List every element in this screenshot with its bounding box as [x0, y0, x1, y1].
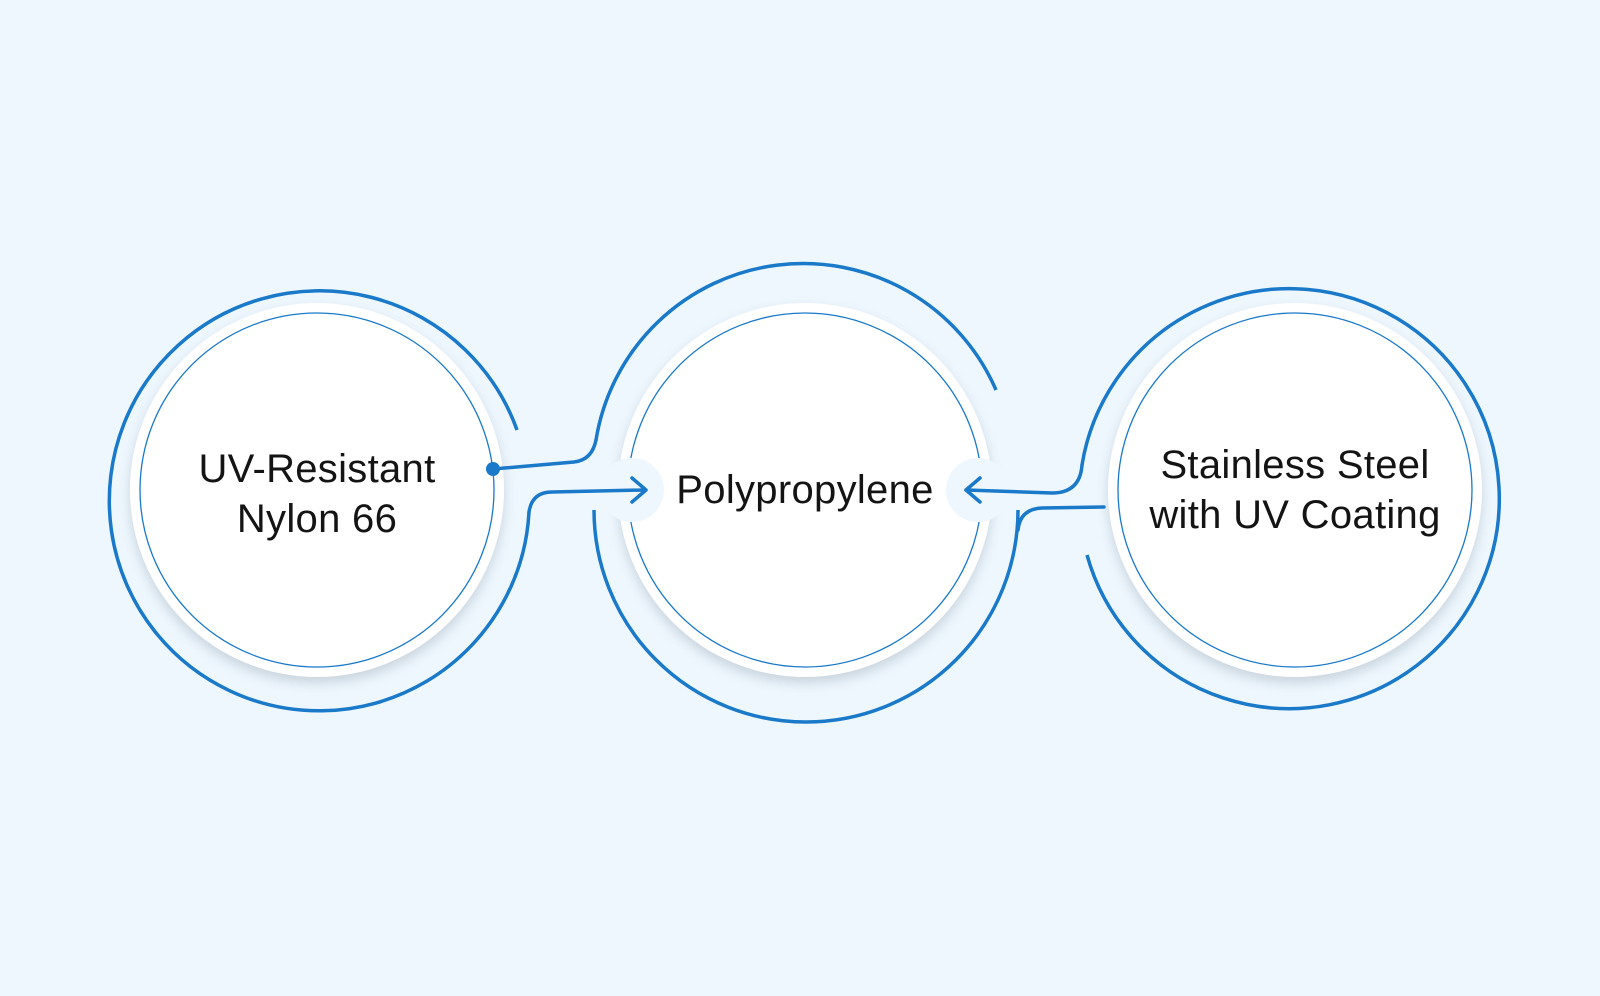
- node-steel: [1080, 286, 1502, 711]
- node-steel-disc: [1108, 303, 1482, 677]
- node-nylon-inner-ring: [139, 312, 495, 668]
- node-polypropylene-label: Polypropylene: [676, 465, 933, 515]
- node-steel-label: Stainless Steel with UV Coating: [1149, 440, 1440, 540]
- connector-steel-lower-link: [1016, 505, 1106, 532]
- node-nylon-label-line-2: Nylon 66: [236, 497, 398, 541]
- node-polypropylene-disc: [618, 303, 992, 677]
- node-polypropylene-outer-ring-top: [594, 261, 998, 441]
- connector-start-dot: [486, 462, 500, 476]
- node-nylon-label-line-1: UV-Resistant: [198, 447, 436, 491]
- connector-nylon-to-polypropylene: [486, 438, 648, 514]
- node-steel-label-line-1: Stainless Steel: [1160, 443, 1430, 487]
- arrow-head-right-icon: [630, 476, 648, 504]
- connector-nylon-upper-link: [491, 438, 598, 471]
- arrow-head-left-icon: [964, 476, 982, 504]
- node-steel-label-line-2: with UV Coating: [1149, 493, 1441, 537]
- connector-nylon-lower-link: [527, 488, 646, 514]
- node-nylon-label: UV-Resistant Nylon 66: [198, 444, 435, 544]
- connector-steel-upper-link: [964, 463, 1084, 495]
- node-polypropylene: [592, 261, 1020, 724]
- node-steel-inner-ring: [1117, 312, 1473, 668]
- node-polypropylene-label-line-1: Polypropylene: [676, 468, 934, 512]
- connector-steel-to-polypropylene: [964, 463, 1106, 532]
- node-steel-outer-ring: [1080, 286, 1502, 711]
- node-nylon-disc: [130, 303, 504, 677]
- node-nylon: [107, 289, 531, 713]
- node-nylon-outer-ring: [107, 289, 531, 713]
- node-polypropylene-outer-ring-bottom: [592, 509, 1020, 724]
